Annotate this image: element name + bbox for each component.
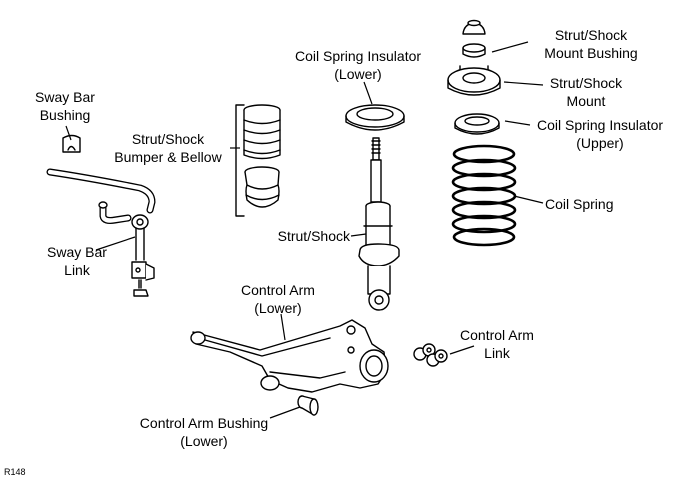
bellow-part [243, 104, 281, 160]
mount-part [447, 65, 501, 96]
control-arm-part [190, 319, 389, 393]
leader-lines [65, 41, 544, 419]
control-arm-link-part [413, 343, 448, 367]
label-control-arm-lower: Control Arm(Lower) [241, 282, 315, 316]
sway-bar-part [46, 168, 156, 224]
label-control-arm-bushing: Control Arm Bushing(Lower) [139, 415, 269, 449]
strut-shock-part [358, 137, 400, 311]
control-arm-bushing-part [297, 395, 319, 416]
bumper-bracket [235, 104, 245, 217]
sway-bar-link-part [131, 214, 155, 297]
label-coil-spring: Coil Spring [545, 196, 614, 212]
lower-insulator-part [345, 104, 405, 131]
mount-bushing-part [462, 19, 486, 58]
bumper-part [244, 166, 280, 208]
label-coil-insulator-lower: Coil Spring Insulator(Lower) [294, 48, 422, 82]
label-coil-insulator-upper: Coil Spring Insulator(Upper) [536, 117, 664, 151]
coil-spring-part [451, 144, 517, 247]
label-strut-shock: Strut/Shock [277, 228, 350, 244]
upper-insulator-part [454, 113, 500, 135]
figure-id: R148 [4, 467, 26, 477]
sway-bar-bushing-part [62, 134, 81, 153]
